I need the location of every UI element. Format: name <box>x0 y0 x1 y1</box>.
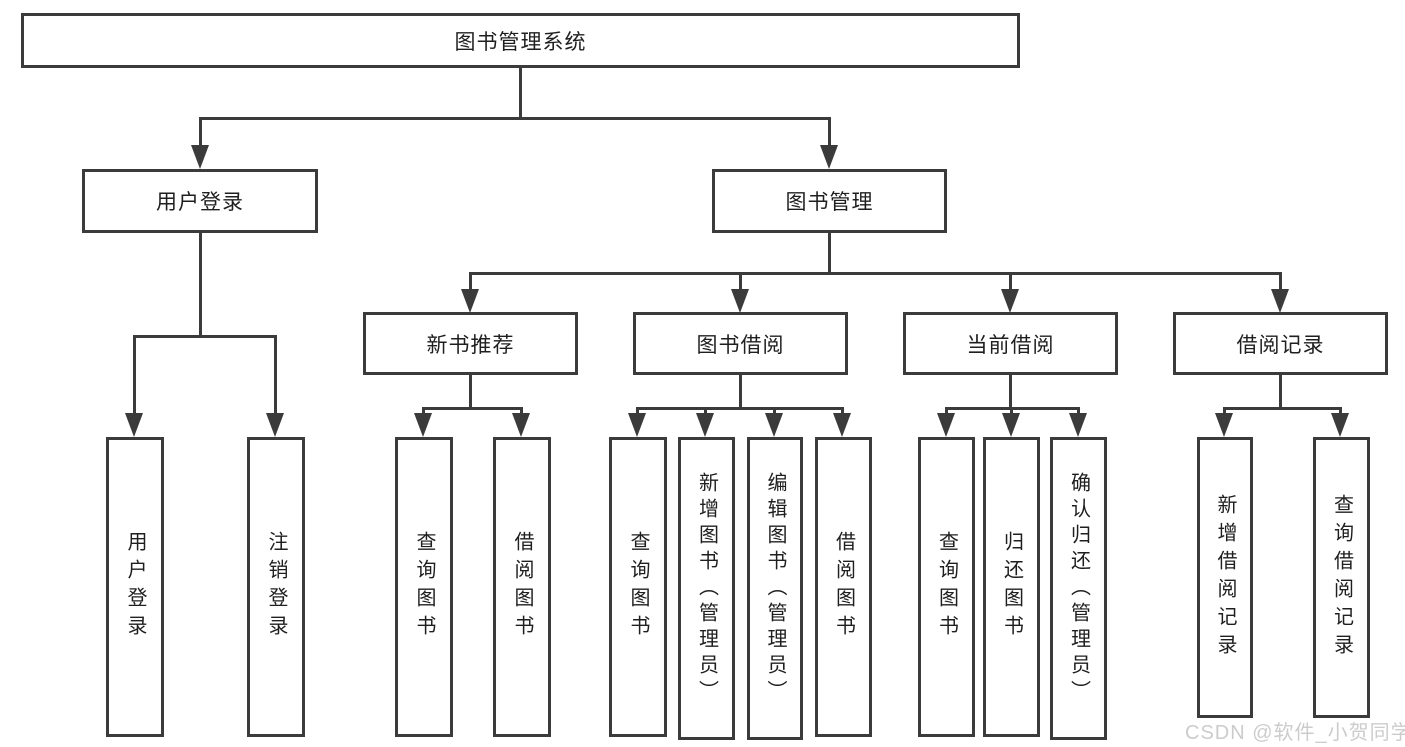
connector-line <box>520 407 523 417</box>
arrowhead-down-icon <box>1331 413 1349 437</box>
connector-line <box>704 407 707 417</box>
connector-line <box>828 120 831 150</box>
arrowhead-down-icon <box>696 413 714 437</box>
connector-line <box>1010 407 1013 417</box>
leaf-current-query-book-label: 查询图书 <box>935 531 958 643</box>
arrowhead-down-icon <box>1001 289 1019 313</box>
arrowhead-down-icon <box>266 413 284 437</box>
connector-line <box>1077 407 1080 417</box>
connector-line <box>739 272 742 292</box>
node-library-system-label: 图书管理系统 <box>454 30 587 54</box>
connector-line <box>133 335 136 415</box>
csdn-watermark: CSDN @软件_小贺同学 <box>1185 722 1405 744</box>
node-library-system: 图书管理系统 <box>21 13 1020 68</box>
arrowhead-down-icon <box>125 413 143 437</box>
leaf-confirm-return-admin-label: 确认归还（管理员） <box>1067 471 1090 706</box>
node-new-book-recommend: 新书推荐 <box>363 312 578 375</box>
arrowhead-down-icon <box>937 413 955 437</box>
leaf-query-borrow-record-label: 查询借阅记录 <box>1330 493 1353 662</box>
node-new-book-recommend-label: 新书推荐 <box>426 333 515 357</box>
leaf-logout-label: 注销登录 <box>265 531 287 643</box>
leaf-borrowing-query-book-label: 查询图书 <box>627 531 649 643</box>
node-current-borrowing-label: 当前借阅 <box>966 333 1055 357</box>
connector-line <box>422 407 523 410</box>
connector-line <box>274 335 277 415</box>
leaf-user-login: 用户登录 <box>106 437 164 737</box>
leaf-return-book-label: 归还图书 <box>1000 531 1023 643</box>
arrowhead-down-icon <box>191 145 209 169</box>
leaf-query-borrow-record: 查询借阅记录 <box>1313 437 1370 718</box>
leaf-recommend-query-book: 查询图书 <box>395 437 453 737</box>
node-book-borrowing-label: 图书借阅 <box>696 333 785 357</box>
connector-line <box>199 117 831 120</box>
leaf-recommend-borrow-book: 借阅图书 <box>493 437 551 737</box>
connector-line <box>1279 375 1282 407</box>
node-borrowing-records: 借阅记录 <box>1173 312 1388 375</box>
leaf-add-borrow-record-label: 新增借阅记录 <box>1214 493 1236 662</box>
node-user-login-label: 用户登录 <box>156 191 244 214</box>
leaf-logout: 注销登录 <box>247 437 305 737</box>
arrowhead-down-icon <box>461 289 479 313</box>
connector-line <box>828 233 831 272</box>
leaf-edit-book-admin-label: 编辑图书（管理员） <box>764 471 786 706</box>
connector-line <box>469 272 1282 275</box>
leaf-current-query-book: 查询图书 <box>918 437 975 737</box>
connector-line <box>841 407 844 417</box>
arrowhead-down-icon <box>1271 289 1289 313</box>
connector-line <box>1339 407 1342 417</box>
arrowhead-down-icon <box>628 413 646 437</box>
connector-line <box>1223 407 1342 410</box>
leaf-confirm-return-admin: 确认归还（管理员） <box>1050 437 1107 740</box>
connector-line <box>199 120 202 150</box>
node-book-management: 图书管理 <box>712 169 947 233</box>
connector-line <box>133 335 277 338</box>
arrowhead-down-icon <box>1069 413 1087 437</box>
connector-line <box>636 407 639 417</box>
leaf-recommend-query-book-label: 查询图书 <box>413 531 435 643</box>
arrowhead-down-icon <box>765 413 783 437</box>
leaf-add-book-admin: 新增图书（管理员） <box>678 437 735 740</box>
connector-line <box>422 407 425 417</box>
arrowhead-down-icon <box>1002 413 1020 437</box>
connector-line <box>1223 407 1226 417</box>
leaf-borrowing-borrow-book-label: 借阅图书 <box>832 531 855 643</box>
node-book-borrowing: 图书借阅 <box>633 312 848 375</box>
connector-line <box>199 233 202 335</box>
arrowhead-down-icon <box>820 145 838 169</box>
connector-line <box>1279 272 1282 292</box>
connector-line <box>1009 272 1012 292</box>
connector-line <box>636 407 843 410</box>
arrowhead-down-icon <box>414 413 432 437</box>
node-book-management-label: 图书管理 <box>785 191 874 214</box>
node-user-login: 用户登录 <box>82 169 318 233</box>
arrowhead-down-icon <box>512 413 530 437</box>
connector-line <box>773 407 776 417</box>
leaf-add-book-admin-label: 新增图书（管理员） <box>695 471 718 706</box>
connector-line <box>739 375 742 407</box>
arrowhead-down-icon <box>833 413 851 437</box>
connector-line <box>1009 375 1012 407</box>
leaf-user-login-label: 用户登录 <box>124 531 146 643</box>
arrowhead-down-icon <box>1215 413 1233 437</box>
leaf-return-book: 归还图书 <box>983 437 1040 737</box>
connector-line <box>945 407 948 417</box>
node-borrowing-records-label: 借阅记录 <box>1236 333 1325 357</box>
arrowhead-down-icon <box>731 289 749 313</box>
leaf-borrowing-query-book: 查询图书 <box>609 437 667 737</box>
leaf-borrowing-borrow-book: 借阅图书 <box>815 437 872 737</box>
leaf-recommend-borrow-book-label: 借阅图书 <box>511 531 533 643</box>
leaf-add-borrow-record: 新增借阅记录 <box>1197 437 1253 718</box>
node-current-borrowing: 当前借阅 <box>903 312 1118 375</box>
leaf-edit-book-admin: 编辑图书（管理员） <box>747 437 803 740</box>
connector-line <box>469 375 472 407</box>
connector-line <box>469 272 472 292</box>
connector-line <box>519 68 522 120</box>
